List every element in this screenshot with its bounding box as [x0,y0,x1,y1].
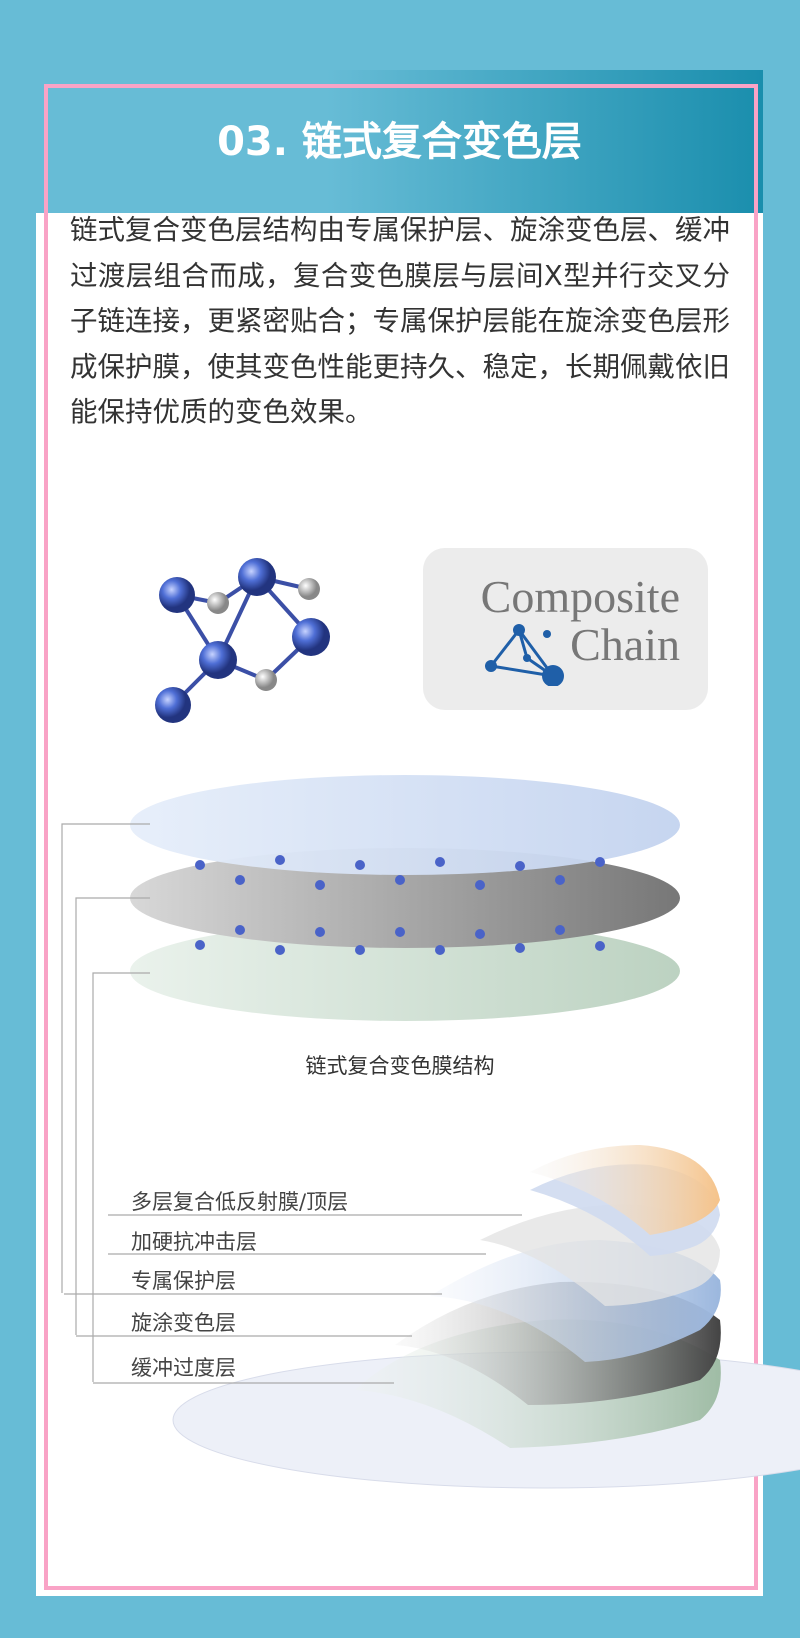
header-banner [36,70,763,213]
decorative-border [44,84,758,1590]
layer-stack-diagram [61,775,680,1382]
page-title: 03. 链式复合变色层 [217,119,582,165]
badge-line-1: Composite [480,571,680,622]
description-text: 链式复合变色层结构由专属保护层、旋涂变色层、缓冲过渡层组合而成，复合变色膜层与层… [70,214,730,428]
layer-label-buffer: 缓冲过度层 [131,1356,236,1380]
layer-label-hard-coat: 加硬抗冲击层 [131,1230,257,1254]
badge-line-2: Chain [570,619,680,670]
layer-label-spin-coat: 旋涂变色层 [131,1311,236,1335]
layer-label-top: 多层复合低反射膜/顶层 [131,1190,349,1214]
network-icon [485,624,564,686]
lens-layers-diagram [64,1145,800,1489]
layer-label-protective: 专属保护层 [131,1269,236,1293]
molecule-icon [155,558,330,723]
composite-chain-badge: Composite Chain [423,548,708,710]
diagram-caption: 链式复合变色膜结构 [305,1054,495,1078]
